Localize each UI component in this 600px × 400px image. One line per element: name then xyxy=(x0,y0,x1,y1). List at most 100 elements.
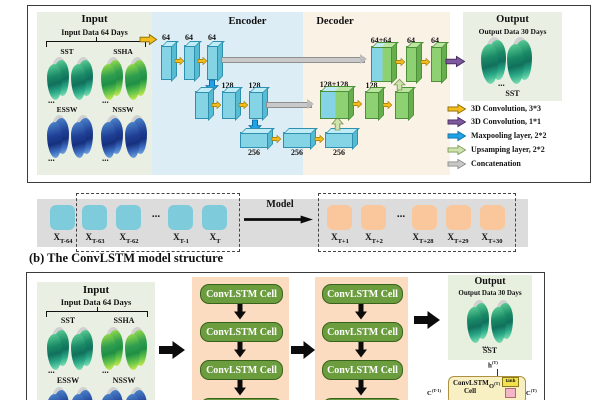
cell-detail-title-line1: ConvLSTM xyxy=(453,379,489,387)
dec-conv-box-64-2 xyxy=(431,42,449,84)
map-label-ssha: SSHA xyxy=(113,47,133,56)
cell-detail-h-label: h(T) xyxy=(488,360,498,370)
concat-bar-level1 xyxy=(221,54,367,64)
cell-detail-sigmoid-gate xyxy=(505,388,516,398)
cell-down-arrow-icon xyxy=(234,342,246,358)
legend-label-concat: Concatenation xyxy=(471,159,521,168)
cell-down-arrow-icon xyxy=(234,380,246,396)
stack-ellipsis: ... xyxy=(102,95,109,105)
conv3x3-arrow-icon xyxy=(395,57,406,67)
map-sheet xyxy=(101,64,116,100)
conv3x3-arrow-icon xyxy=(352,99,363,109)
map-sheet xyxy=(54,390,69,400)
cell-detail-c-in-label: C(T-1) xyxy=(427,388,442,398)
conv3x3-arrow-icon xyxy=(314,134,325,144)
timeline-label-t-62: XT-62 xyxy=(119,232,139,245)
model-label: Model xyxy=(266,199,294,210)
stack-ellipsis: ... xyxy=(498,78,505,88)
b-sst-map-stack: ... xyxy=(46,327,94,375)
stack-ellipsis: ... xyxy=(48,153,55,163)
map-sheet xyxy=(101,334,116,370)
enc-l3-label-1: 256 xyxy=(248,148,260,157)
map-sheet xyxy=(71,122,86,158)
timeline-label-t: XT xyxy=(209,232,221,245)
enc-l3-label-3: 256 xyxy=(333,148,345,157)
enc-l3-label-2: 256 xyxy=(291,148,303,157)
timeline-label-t1: XT+1 xyxy=(331,232,349,245)
timeline-label-t30: XT+30 xyxy=(481,232,503,245)
bracket-tick xyxy=(96,37,97,42)
conv3x3-arrow-icon xyxy=(174,56,185,66)
map-sheet xyxy=(507,44,524,84)
timeline-label-t29: XT+29 xyxy=(447,232,469,245)
map-label-nssw: NSSW xyxy=(112,105,134,114)
conv3x3-arrow-icon xyxy=(139,33,158,46)
input-subtitle: Input Data 64 Days xyxy=(61,28,128,37)
dec-l1-label-2: 64 xyxy=(431,36,439,45)
timeline-label-t-63: XT-63 xyxy=(85,232,105,245)
cell-detail-c-out-label: C(T) xyxy=(526,388,537,398)
timeline-box-t-1 xyxy=(168,205,193,230)
map-sheet xyxy=(78,390,93,400)
legend-concat-arrow-icon xyxy=(447,158,467,170)
map-sheet xyxy=(101,394,116,400)
cell-down-arrow-icon xyxy=(355,380,367,396)
conv3x3-arrow-icon xyxy=(382,100,393,110)
cell-down-arrow-icon xyxy=(234,304,246,320)
map-sheet xyxy=(71,334,86,370)
flow-arrow-icon xyxy=(159,341,185,359)
enc-conv-box-256-1 xyxy=(240,128,275,150)
essw-map-stack: ... xyxy=(46,115,94,163)
enc-conv-box-256-2 xyxy=(283,128,318,150)
map-sheet xyxy=(47,334,62,370)
conv1x1-arrow-icon xyxy=(445,55,466,68)
conv3x3-arrow-icon xyxy=(211,100,222,110)
timeline-box-t-64 xyxy=(50,205,75,230)
conv3x3-arrow-icon xyxy=(271,134,282,144)
model-arrow-icon xyxy=(244,215,313,224)
timeline-label-t2: XT+2 xyxy=(365,232,383,245)
map-sheet xyxy=(125,334,140,370)
enc-conv-box-256-3 xyxy=(325,128,360,150)
b-map-label-ssha: SSHA xyxy=(113,316,135,325)
output-map-label: SST xyxy=(505,89,520,98)
b-output-subtitle: Output Data 30 Days xyxy=(458,289,522,297)
input-title: Input xyxy=(81,13,108,25)
conv3x3-arrow-icon xyxy=(238,100,249,110)
upsample-arrow-icon xyxy=(393,78,406,91)
legend-label-maxpool: Maxpooling layer, 2*2 xyxy=(471,131,547,140)
timeline-box-t1 xyxy=(327,205,352,230)
timeline-box-t29 xyxy=(446,205,471,230)
enc-conv-box-128-1 xyxy=(195,87,216,121)
output-sst-map-stack: ... xyxy=(480,37,532,88)
cell-detail-tanh-gate: tanh xyxy=(502,377,519,387)
map-label-essw: ESSW xyxy=(56,105,78,114)
timeline-box-t-62 xyxy=(116,205,141,230)
timeline-label-t-64: XT-64 xyxy=(53,232,73,245)
cell-detail-connector xyxy=(497,369,498,376)
enc-l2-label-1: 128 xyxy=(221,81,234,90)
flow-arrow-icon xyxy=(414,311,440,329)
map-sheet xyxy=(491,307,506,343)
enc-l1-label-3: 64 xyxy=(208,33,216,42)
map-sheet xyxy=(47,394,62,400)
convlstm-cell: ConvLSTM Cell xyxy=(200,322,283,342)
decoder-title: Decoder xyxy=(316,16,354,27)
upsample-arrow-icon xyxy=(331,116,344,131)
map-sheet xyxy=(125,394,140,400)
timeline-input-ellipsis: ... xyxy=(151,208,161,220)
timeline-label-t-1: XT-1 xyxy=(173,232,189,245)
timeline-output-ellipsis: ... xyxy=(396,208,406,220)
enc-l1-label-1: 64 xyxy=(162,33,170,42)
output-title: Output xyxy=(496,14,529,25)
map-sheet xyxy=(108,390,123,400)
convlstm-cell: ConvLSTM Cell xyxy=(322,322,403,342)
convlstm-cell: ConvLSTM Cell xyxy=(200,284,283,304)
legend-upsample-arrow-icon xyxy=(447,144,467,156)
stack-ellipsis: ... xyxy=(48,365,55,375)
convlstm-cell: ConvLSTM Cell xyxy=(200,360,283,380)
legend-conv1x1-arrow-icon xyxy=(447,116,467,128)
input-bracket xyxy=(46,37,146,47)
dec-concat-box-128 xyxy=(320,86,356,121)
dec-conv-box-64-1 xyxy=(406,42,424,84)
